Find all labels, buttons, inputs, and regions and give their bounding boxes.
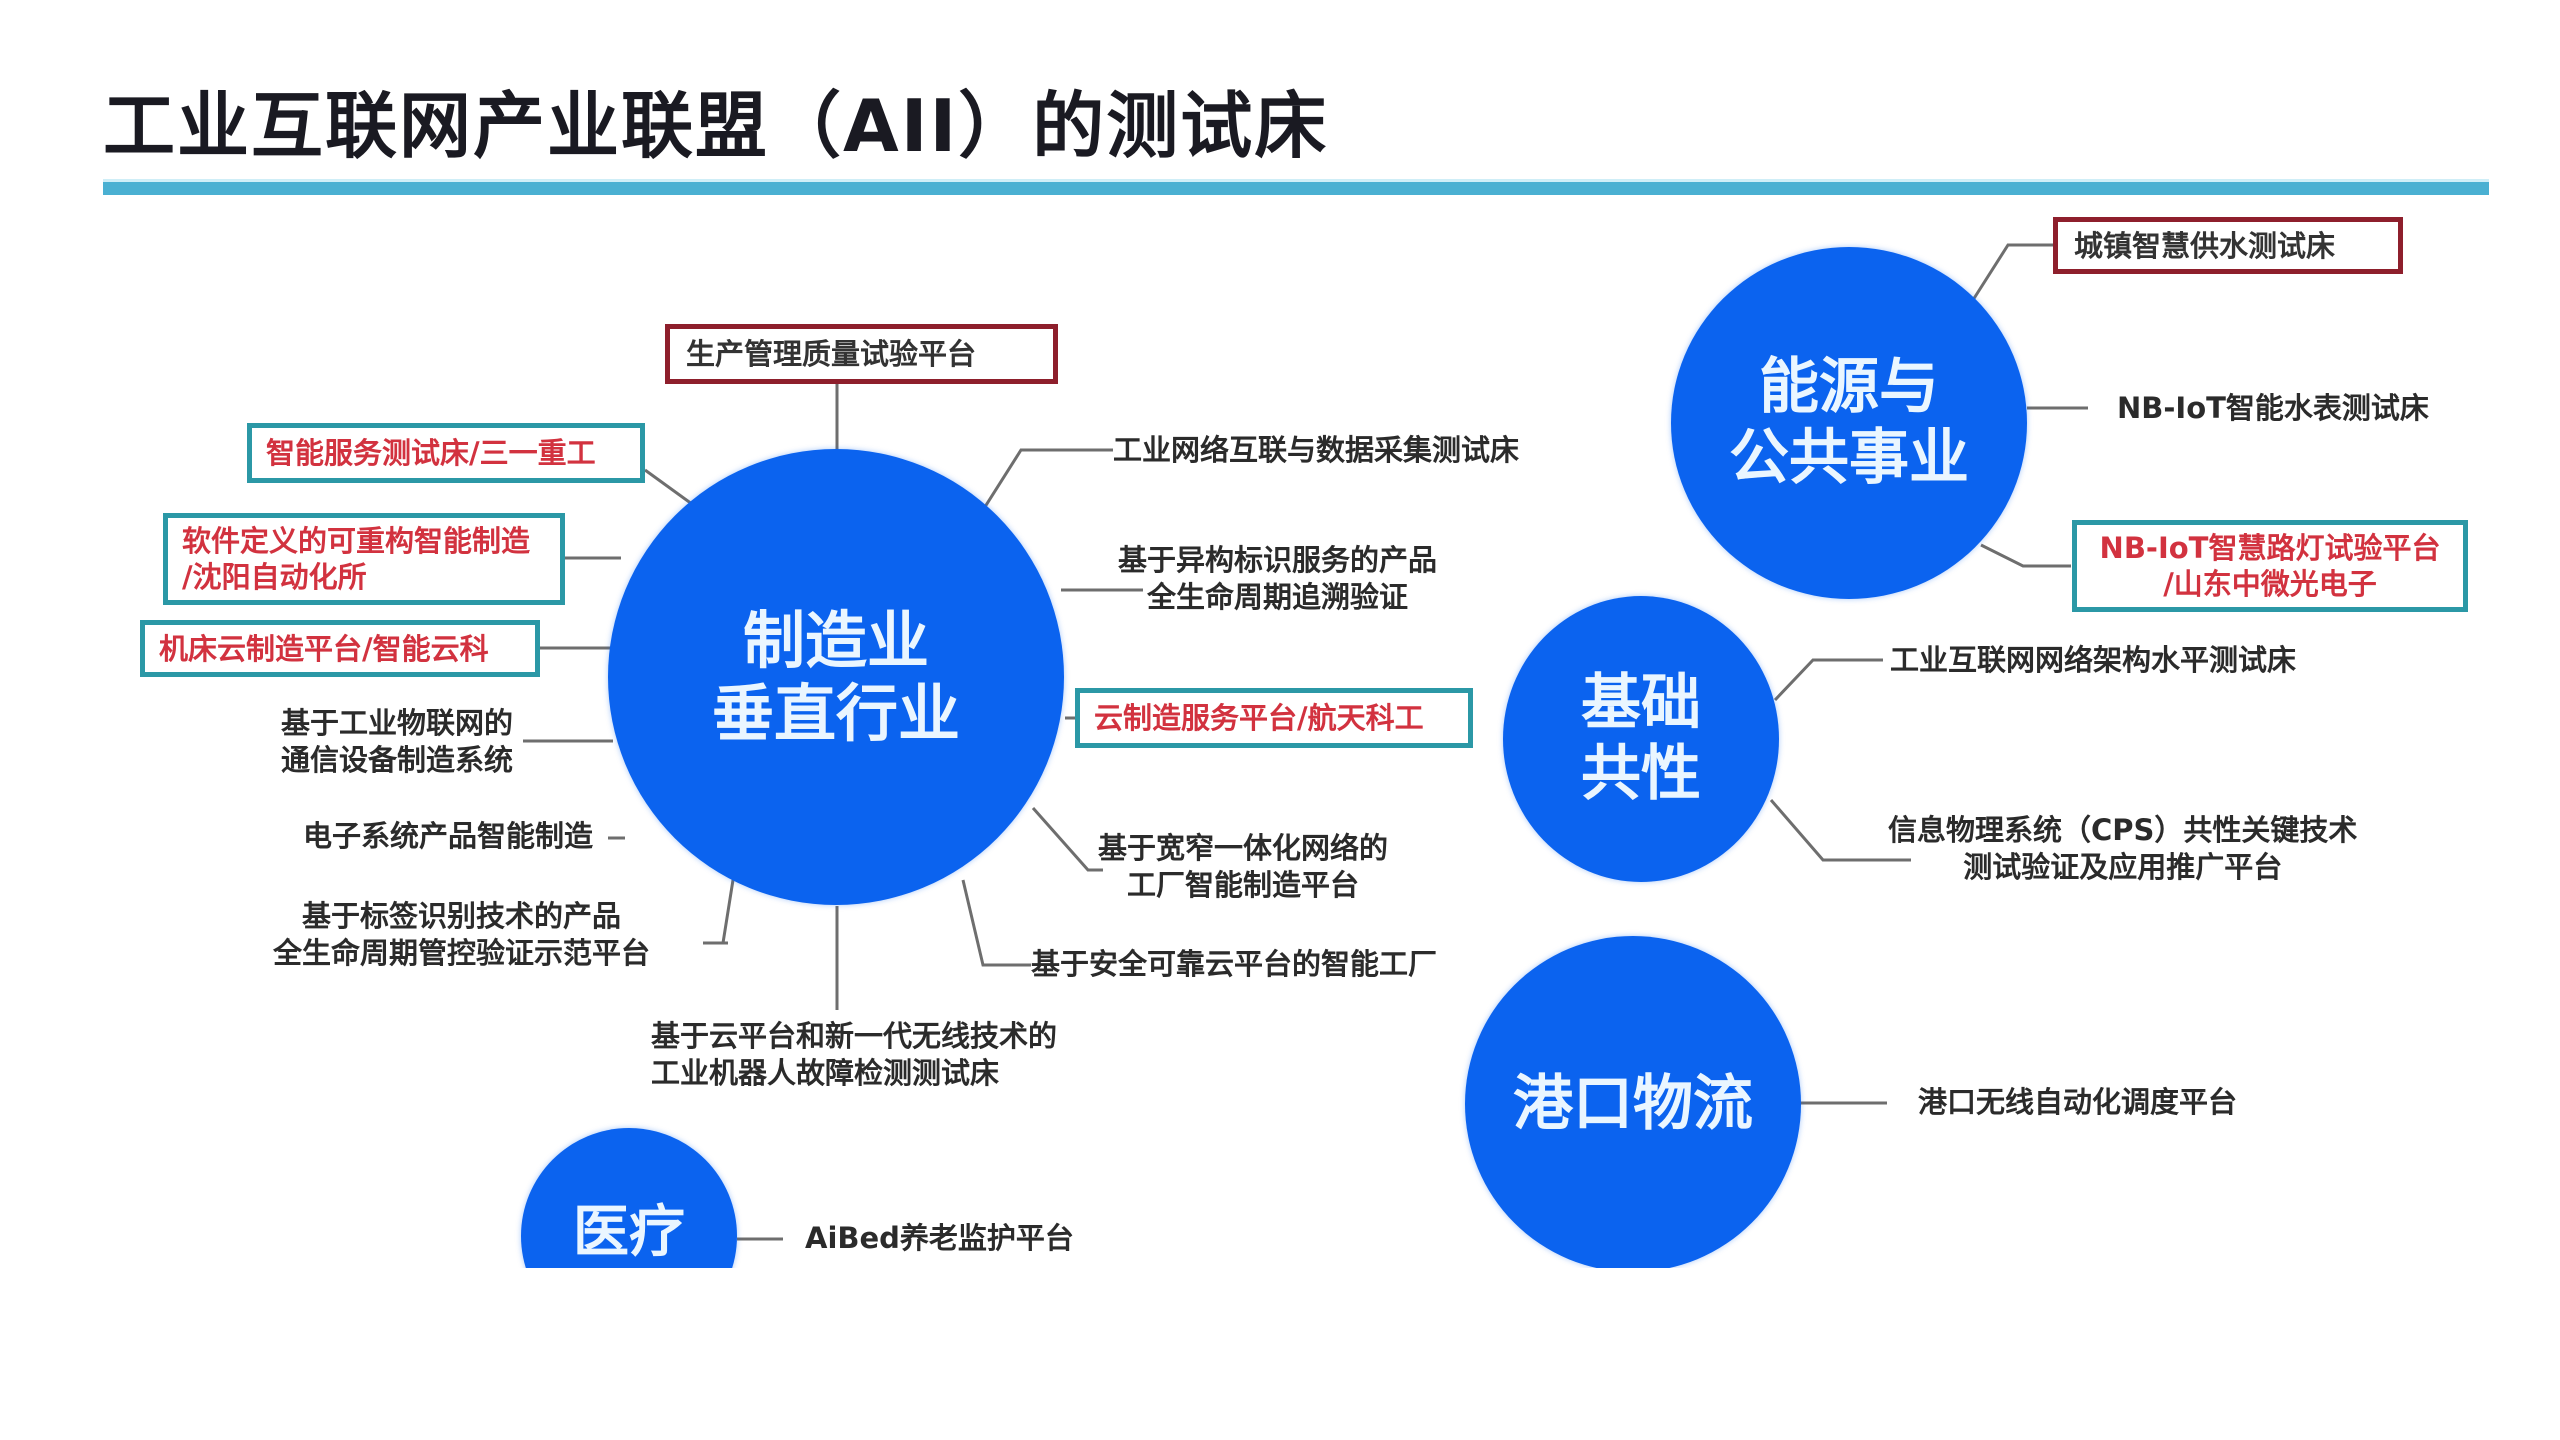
page-title: 工业互联网产业联盟（AII）的测试床	[103, 84, 1329, 168]
title-underline-bar	[103, 179, 2489, 195]
testbed-nbiot-water-meter: NB-IoT智能水表测试床	[2117, 391, 2429, 425]
testbed-network-interconnect: 工业网络互联与数据采集测试床	[1113, 433, 1520, 467]
testbed-shenyang-box: 软件定义的可重构智能制造 /沈阳自动化所	[163, 513, 565, 605]
testbed-production-quality-box: 生产管理质量试验平台	[665, 324, 1058, 384]
testbed-sany-box: 智能服务测试床/三一重工	[247, 423, 645, 483]
hub-energy-utilities: 能源与 公共事业	[1671, 247, 2027, 599]
hub-port-logistics: 港口物流	[1465, 936, 1801, 1268]
testbed-heterogeneous-id: 基于异构标识服务的产品 全生命周期追溯验证	[1118, 543, 1438, 614]
testbed-machine-cloud-box: 机床云制造平台/智能云科	[140, 620, 540, 677]
testbed-cps-platform: 信息物理系统（CPS）共性关键技术 测试验证及应用推广平台	[1888, 813, 2358, 884]
connector-lines	[523, 243, 2088, 1241]
testbed-slide: 工业互联网产业联盟（AII）的测试床	[103, 0, 2489, 1268]
testbed-water-supply-box: 城镇智慧供水测试床	[2053, 217, 2403, 274]
hub-foundation: 基础 共性	[1503, 596, 1779, 882]
testbed-electronics-smart-mfg: 电子系统产品智能制造	[303, 819, 594, 853]
testbed-aibed-elderly-care: AiBed养老监护平台	[805, 1221, 1074, 1255]
testbed-network-architecture: 工业互联网网络架构水平测试床	[1890, 643, 2297, 677]
hub-port-label: 港口物流	[1513, 1068, 1753, 1139]
testbed-nbiot-streetlight-box: NB-IoT智慧路灯试验平台 /山东中微光电子	[2072, 520, 2468, 612]
testbed-secure-cloud-factory: 基于安全可靠云平台的智能工厂	[1031, 947, 1438, 981]
hub-manufacturing-label: 制造业 垂直行业	[711, 603, 960, 750]
testbed-robot-fault-detection: 基于云平台和新一代无线技术的 工业机器人故障检测测试床	[651, 1019, 1058, 1090]
testbed-broadband-narrowband: 基于宽窄一体化网络的 工厂智能制造平台	[1098, 831, 1389, 902]
testbed-casic-cloud-box: 云制造服务平台/航天科工	[1075, 688, 1473, 748]
hub-foundation-label: 基础 共性	[1581, 668, 1701, 809]
hub-manufacturing: 制造业 垂直行业	[608, 449, 1064, 905]
testbed-label-recognition-lifecycle: 基于标签识别技术的产品 全生命周期管控验证示范平台	[273, 899, 651, 970]
hub-medical-label: 医疗	[573, 1200, 685, 1265]
hub-energy-label: 能源与 公共事业	[1729, 352, 1969, 493]
testbed-port-wireless-dispatch: 港口无线自动化调度平台	[1918, 1085, 2238, 1119]
testbed-iiot-comm-equipment: 基于工业物联网的 通信设备制造系统	[281, 706, 514, 777]
